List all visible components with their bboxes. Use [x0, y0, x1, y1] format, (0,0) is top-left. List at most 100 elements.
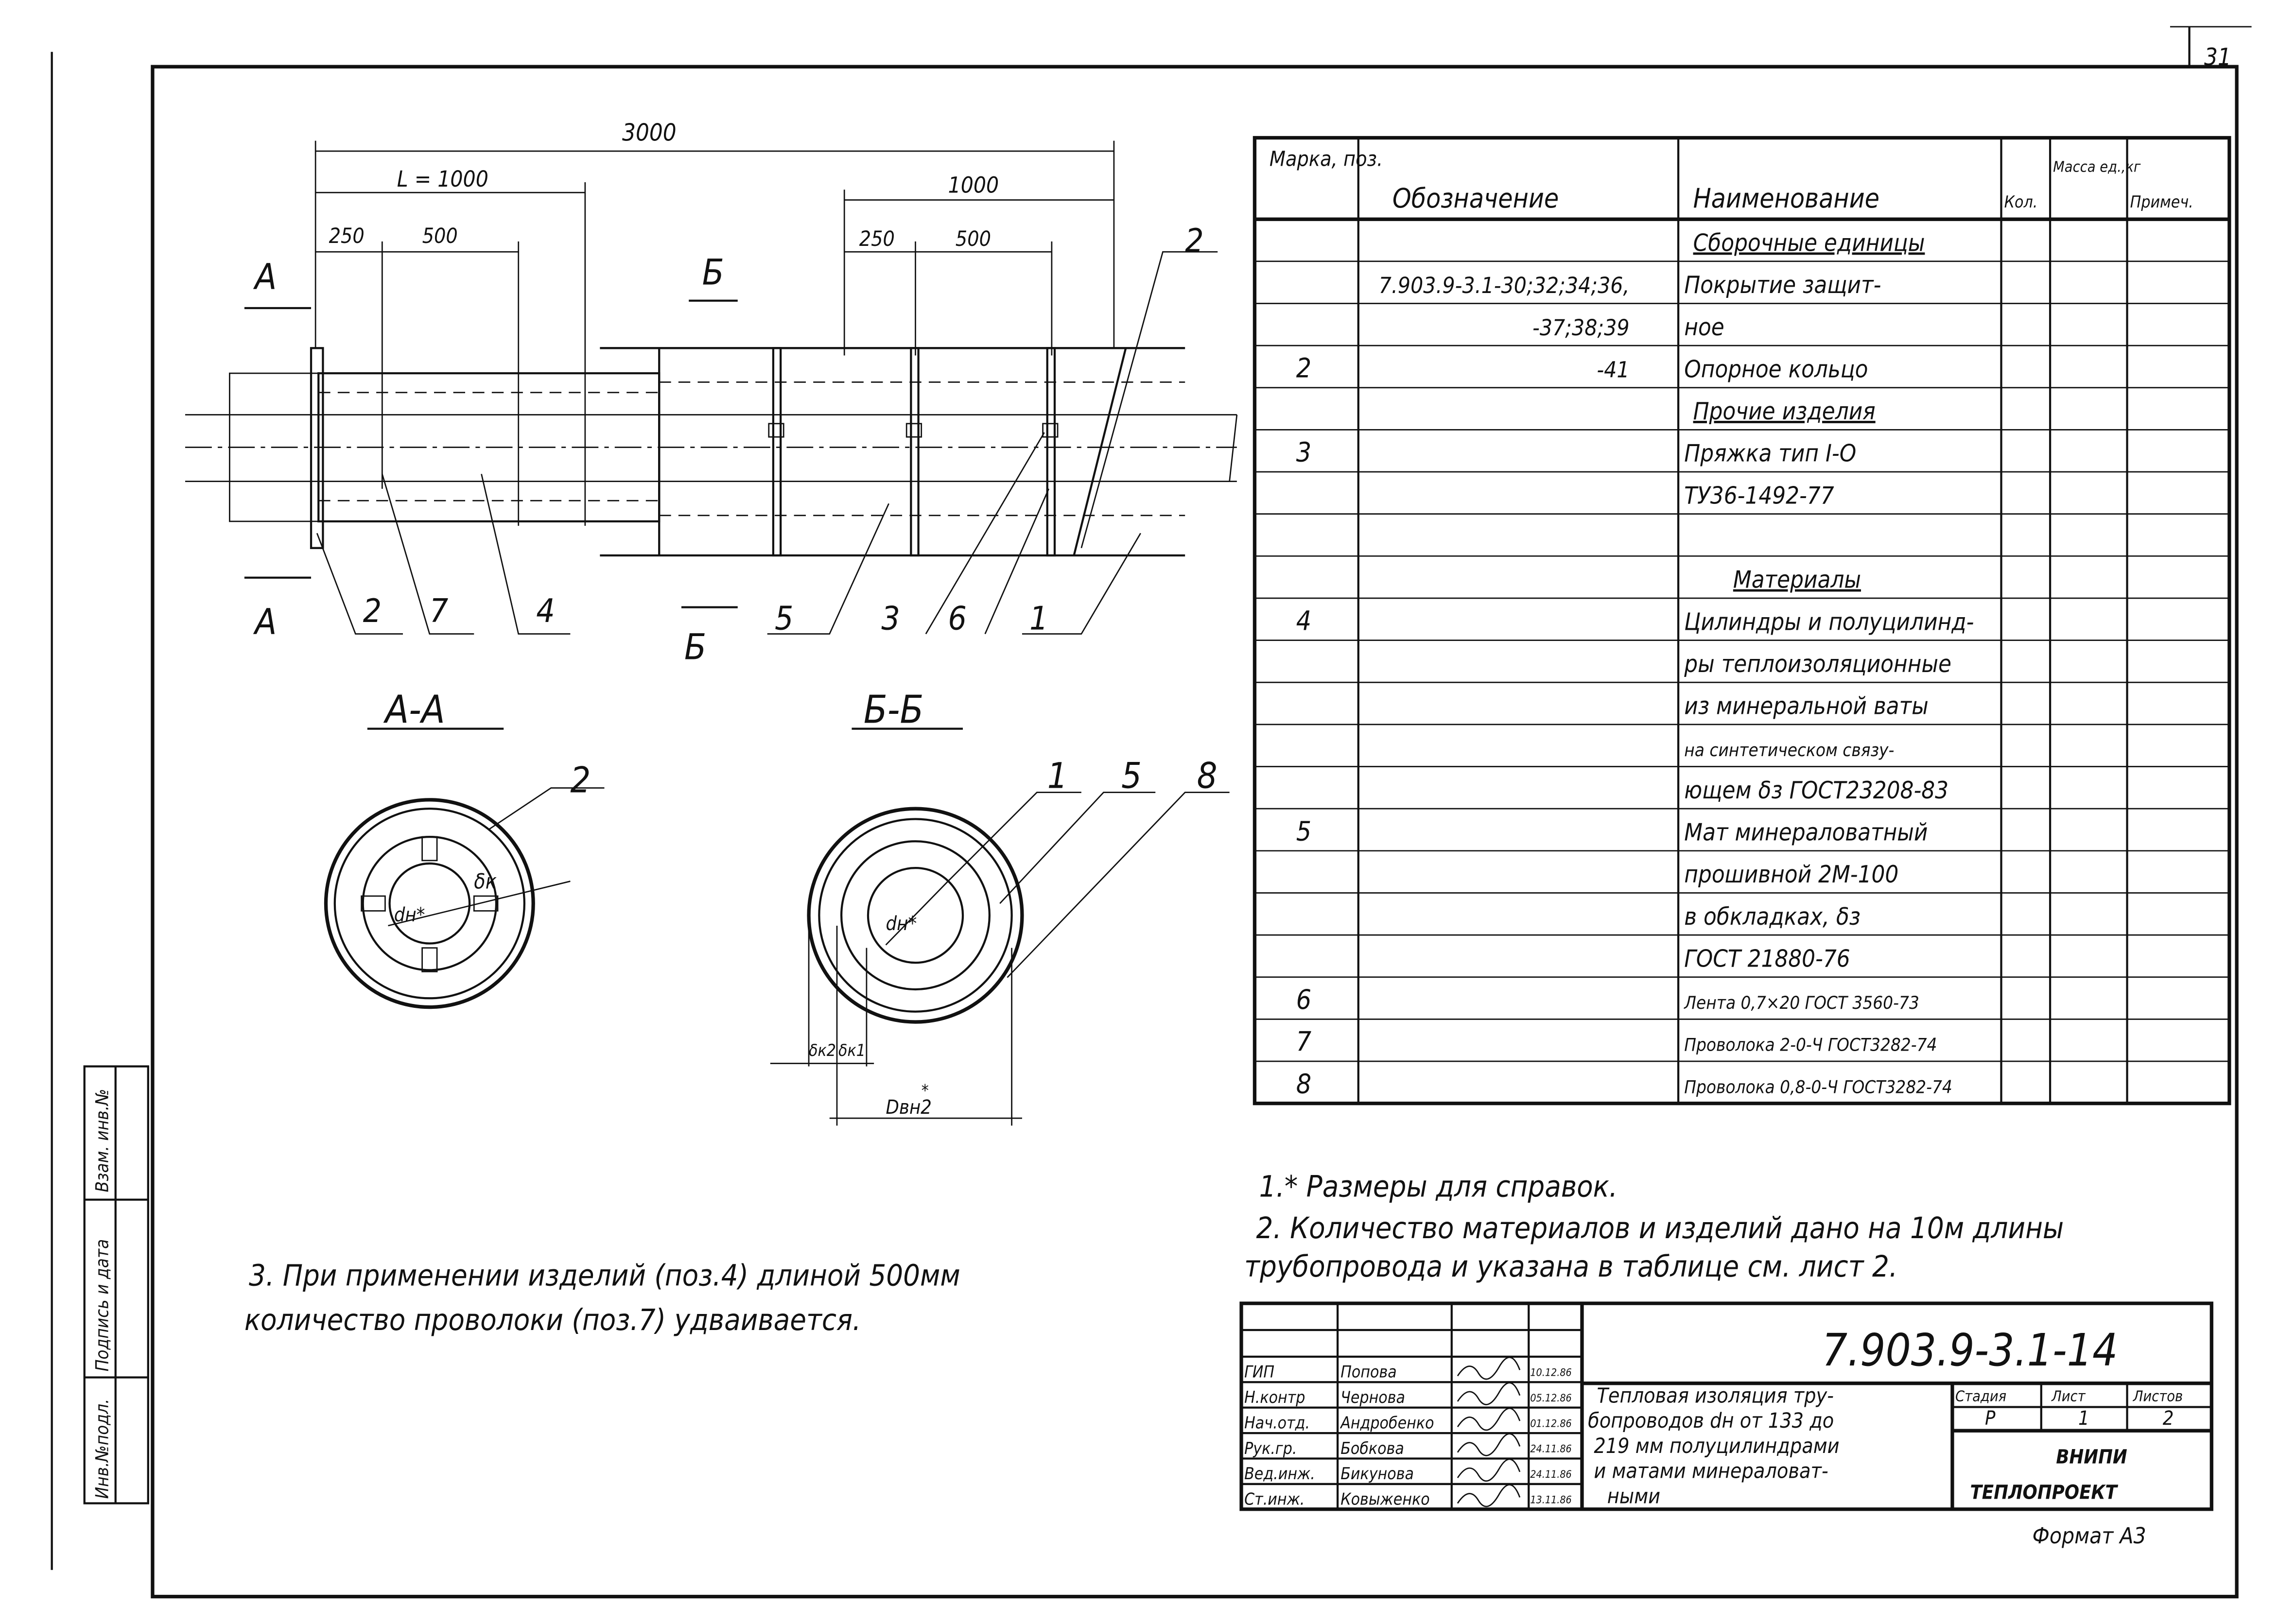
pipe-section-bb: [867, 866, 964, 964]
dim-250-right: 250: [859, 227, 895, 251]
section-aa-title: А-А: [383, 687, 445, 732]
signature-row: Нач.отд. Андробенко 01.12.86: [1241, 1406, 1582, 1432]
cell-position: 3: [1296, 437, 1311, 468]
sign-date: 05.12.86: [1530, 1392, 1571, 1404]
dim-250-left: 250: [329, 224, 365, 248]
dim-500-left: 500: [422, 224, 458, 248]
format-label: Формат А3: [2033, 1523, 2146, 1549]
signature-row: Н.контр Чернова 05.12.86: [1241, 1381, 1582, 1407]
role-label: Вед.инж.: [1244, 1464, 1315, 1483]
header-notes: Примеч.: [2130, 192, 2193, 211]
table-row: ющем δз ГОСТ23208-83: [1254, 766, 2229, 804]
section-heading: Прочие изделия: [1693, 398, 1876, 425]
section-aa-callout-2: 2: [570, 760, 591, 801]
person-name: Чернова: [1340, 1388, 1405, 1407]
table-row: ТУ36-1492-77: [1254, 471, 2229, 509]
person-name: Попова: [1340, 1362, 1397, 1381]
specification-table: Марка, поз. Обозначение Наименование Кол…: [1252, 136, 2231, 1106]
insulation-mat-right: [600, 347, 1185, 557]
sign-date: 24.11.86: [1530, 1469, 1571, 1481]
stamp-signature-date: Подпись и дата: [91, 1239, 112, 1371]
header-qty: Кол.: [2004, 192, 2038, 211]
header-mass: Масса ед.,кг: [2053, 159, 2141, 176]
table-row: Материалы: [1254, 555, 2229, 594]
callout-4: 4: [536, 592, 555, 630]
document-code: 7.903.9-3.1-14: [1822, 1324, 2118, 1376]
cell-name: Мат минераловатный: [1684, 819, 1928, 846]
section-bb-dvn2-label: Dвн2: [886, 1096, 932, 1119]
dim-total-label: 3000: [622, 120, 677, 147]
section-mark-B-top: Б: [702, 252, 724, 293]
callout-1: 1: [1029, 599, 1048, 637]
support-ring-flange: [310, 347, 324, 549]
section-bb-star: *: [922, 1081, 929, 1100]
stamp-replace-inv: Взам. инв.№: [91, 1089, 112, 1192]
dim-1000-right: 1000: [948, 172, 999, 198]
cell-name: на синтетическом связу-: [1684, 740, 1894, 760]
section-bb-dk1-label: δк1: [838, 1041, 866, 1060]
cell-position: 4: [1296, 605, 1311, 636]
section-aa-dn-label: dн*: [394, 904, 425, 926]
person-name: Ковыженко: [1340, 1490, 1430, 1509]
callout-6: 6: [948, 599, 967, 637]
sheets-label: Листов: [2133, 1388, 2183, 1405]
note-3-line-2: количество проволоки (поз.7) удваивается…: [244, 1303, 861, 1337]
sign-date: 24.11.86: [1530, 1443, 1571, 1455]
header-designation: Обозначение: [1392, 183, 1559, 214]
band-rings: [768, 347, 1127, 557]
cell-name: прошивной 2М-100: [1684, 861, 1898, 888]
header-name: Наименование: [1693, 183, 1879, 214]
org-line-1: ВНИПИ: [2056, 1446, 2127, 1468]
table-row: на синтетическом связу-: [1254, 724, 2229, 760]
stage-label: Стадия: [1955, 1388, 2006, 1405]
cell-name: в обкладках, δз: [1684, 903, 1861, 931]
note-1: 1.* Размеры для справок.: [1259, 1170, 1618, 1204]
cell-name: ры теплоизоляционные: [1684, 651, 1951, 678]
role-label: Ст.инж.: [1244, 1490, 1305, 1509]
section-bb-title: Б-Б: [864, 687, 924, 732]
drawing-frame: [151, 65, 2239, 1599]
table-row: 7.903.9-3.1-30;32;34;36,Покрытие защит-: [1254, 260, 2229, 299]
cell-name: ТУ36-1492-77: [1684, 482, 1834, 509]
table-row: Прочие изделия: [1254, 387, 2229, 425]
sign-date: 13.11.86: [1530, 1494, 1571, 1506]
cell-name: Лента 0,7×20 ГОСТ 3560-73: [1684, 992, 1919, 1013]
signature-scribble: [1457, 1484, 1521, 1507]
note-3-line-1: 3. При применении изделий (поз.4) длиной…: [249, 1259, 960, 1293]
table-row: прошивной 2М-100: [1254, 850, 2229, 888]
cell-name: ГОСТ 21880-76: [1684, 945, 1850, 972]
note-2-line-2: трубопровода и указана в таблице см. лис…: [1244, 1249, 1897, 1284]
signature-scribble: [1457, 1382, 1521, 1405]
callout-5: 5: [775, 599, 793, 637]
sheet-value: 1: [2078, 1407, 2089, 1430]
cell-position: 6: [1296, 984, 1311, 1015]
section-aa-dk-label: δк: [474, 870, 497, 894]
title-line-4: и матами минераловат-: [1594, 1459, 1828, 1484]
cell-name: Проволока 0,8-0-Ч ГОСТ3282-74: [1684, 1076, 1952, 1097]
cell-name: Опорное кольцо: [1684, 356, 1868, 383]
cell-name: ющем δз ГОСТ23208-83: [1684, 777, 1948, 804]
role-label: Н.контр: [1244, 1388, 1305, 1407]
table-row: 6 Лента 0,7×20 ГОСТ 3560-73: [1254, 976, 2229, 1015]
cell-designation: -41: [1597, 357, 1629, 382]
section-bb: Б-Б 1 5 8 dн* δк2 δк1 * Dвн2: [770, 687, 1230, 1126]
table-row: в обкладках, δз: [1254, 892, 2229, 931]
signature-scribble: [1457, 1356, 1521, 1380]
sign-date: 01.12.86: [1530, 1417, 1571, 1430]
sheet-label: Лист: [2051, 1388, 2086, 1405]
org-line-2: ТЕПЛОПРОЕКТ: [1970, 1481, 2118, 1503]
sheets-value: 2: [2163, 1407, 2174, 1430]
margin-stamp: Инв.№подл. Подпись и дата Взам. инв.№: [83, 1065, 149, 1504]
person-name: Андробенко: [1339, 1413, 1434, 1432]
section-bb-callout-8: 8: [1197, 755, 1218, 796]
title-line-5: ными: [1607, 1485, 1660, 1509]
role-label: Нач.отд.: [1244, 1413, 1310, 1432]
